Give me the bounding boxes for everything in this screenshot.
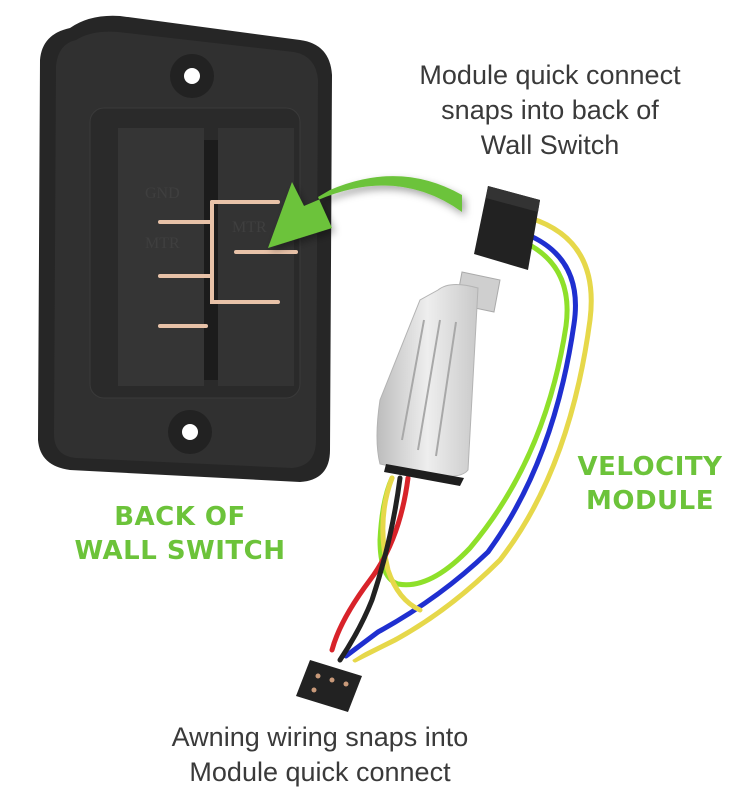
label-line: BACK OF: [114, 502, 246, 532]
terminal-marking: MTR: [232, 219, 267, 236]
terminal-marking: MTR: [145, 235, 180, 252]
label-line: MODULE: [586, 486, 714, 516]
module-connect-caption: Module quick connect snaps into back of …: [385, 58, 715, 163]
bottom-screw-hole: [182, 424, 198, 440]
awning-wiring-caption: Awning wiring snaps into Module quick co…: [120, 720, 520, 790]
awning-wires: [329, 475, 411, 663]
velocity-module: [376, 271, 501, 486]
module-quick-connect: [474, 186, 540, 270]
wall-switch: GND MTR MTR: [38, 15, 332, 482]
velocity-module-label: VELOCITY MODULE: [560, 450, 740, 518]
caption-line: Module quick connect: [189, 757, 451, 787]
arrow-icon: [268, 176, 462, 248]
caption-line: Awning wiring snaps into: [171, 722, 469, 752]
label-line: WALL SWITCH: [74, 536, 286, 566]
caption-line: snaps into back of: [441, 95, 659, 125]
awning-connector: [296, 660, 362, 712]
switch-rocker-left: [118, 128, 204, 386]
top-screw-hole: [184, 68, 200, 84]
switch-rocker-right: [218, 128, 294, 386]
caption-line: Module quick connect: [419, 60, 681, 90]
label-line: VELOCITY: [577, 452, 723, 482]
caption-line: Wall Switch: [480, 130, 620, 160]
terminal-marking: GND: [145, 185, 180, 202]
module-wires: [343, 215, 594, 663]
switch-terminals: [158, 200, 298, 328]
wall-switch-label: BACK OF WALL SWITCH: [60, 500, 300, 568]
